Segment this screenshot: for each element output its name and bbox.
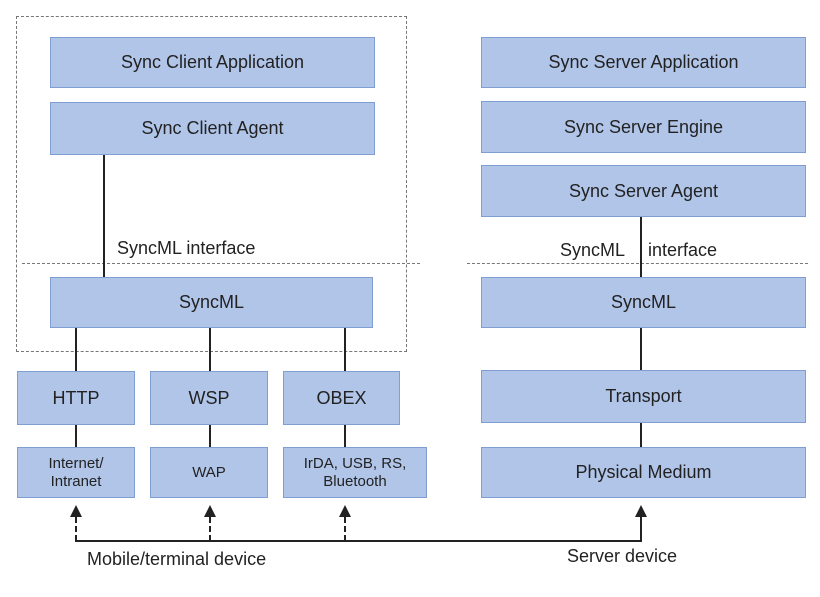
sync-server-application: Sync Server Application bbox=[481, 37, 806, 88]
arrow-up-icon bbox=[204, 505, 216, 517]
server-device-label: Server device bbox=[567, 546, 677, 567]
arrow-up-icon bbox=[70, 505, 82, 517]
transport-http: HTTP bbox=[17, 371, 135, 425]
sync-client-application: Sync Client Application bbox=[50, 37, 375, 88]
sync-server-agent: Sync Server Agent bbox=[481, 165, 806, 217]
client-interface-divider bbox=[22, 263, 420, 264]
medium-wap: WAP bbox=[150, 447, 268, 498]
client-syncml: SyncML bbox=[50, 277, 373, 328]
sync-client-agent: Sync Client Agent bbox=[50, 102, 375, 155]
sync-server-engine: Sync Server Engine bbox=[481, 101, 806, 153]
server-syncml: SyncML bbox=[481, 277, 806, 328]
server-transport: Transport bbox=[481, 370, 806, 423]
client-interface-label: SyncML interface bbox=[117, 238, 255, 259]
medium-internet: Internet/ Intranet bbox=[17, 447, 135, 498]
client-agent-connector bbox=[103, 155, 105, 277]
mobile-device-label: Mobile/terminal device bbox=[87, 549, 266, 570]
dashed-connector bbox=[344, 517, 346, 541]
server-interface-divider bbox=[467, 263, 808, 264]
dashed-connector bbox=[75, 517, 77, 541]
dashed-connector bbox=[209, 517, 211, 541]
arrow-up-icon bbox=[339, 505, 351, 517]
server-link bbox=[640, 517, 642, 542]
server-interface-label-1: SyncML bbox=[560, 240, 625, 261]
server-interface-label-2: interface bbox=[648, 240, 717, 261]
server-physical-medium: Physical Medium bbox=[481, 447, 806, 498]
transport-obex: OBEX bbox=[283, 371, 400, 425]
arrow-up-icon bbox=[635, 505, 647, 517]
device-link bbox=[75, 540, 642, 542]
transport-wsp: WSP bbox=[150, 371, 268, 425]
medium-irda: IrDA, USB, RS, Bluetooth bbox=[283, 447, 427, 498]
